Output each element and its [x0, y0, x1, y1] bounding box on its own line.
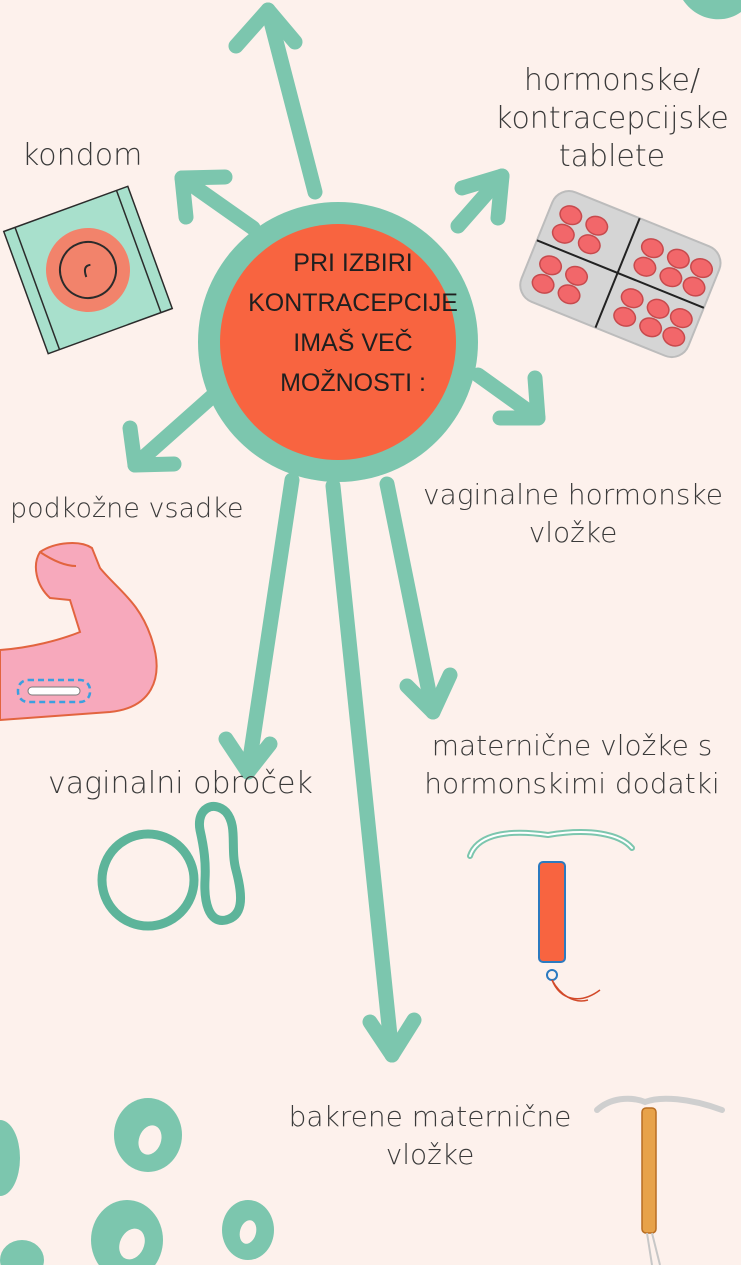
condom-wrapper-icon: [4, 186, 173, 353]
center-title: PRI IZBIRI KONTRACEPCIJE IMAŠ VEČ MOŽNOS…: [222, 243, 484, 403]
arrow-vaginal-inserts: [478, 375, 538, 418]
label-copper-iud: bakrene maternične vložke: [272, 1098, 588, 1174]
pill-blister-icon: [515, 186, 726, 363]
vaginal-ring-icon: [102, 806, 241, 926]
label-implant: podkožne vsadke: [10, 490, 243, 528]
label-pills: hormonske/ kontracepcijske tablete: [492, 62, 732, 176]
hormonal-iud-icon: [470, 832, 632, 1001]
label-vaginal-inserts: vaginalne hormonske vložke: [412, 476, 734, 552]
label-condom: kondom: [22, 137, 142, 175]
copper-iud-icon: [597, 1099, 722, 1265]
label-hormonal-iud: maternične vložke s hormonskimi dodatki: [408, 727, 736, 803]
label-ring: vaginalni obroček: [48, 765, 313, 803]
arrow-pills: [458, 176, 502, 226]
arrow-up: [236, 10, 315, 192]
arm-implant-icon: [0, 543, 157, 720]
arrow-condom: [182, 177, 253, 228]
